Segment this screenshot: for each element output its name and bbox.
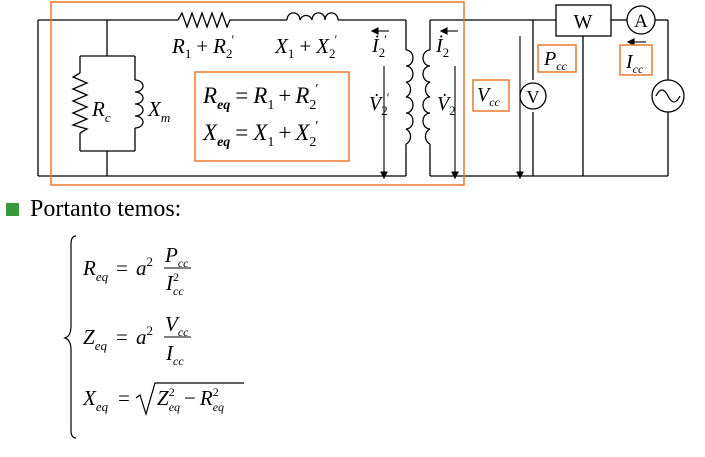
voltmeter-label: V [527, 87, 540, 107]
v2-prime-label: V̇2′ [369, 90, 390, 118]
series-x-label: X1+X2′ [274, 32, 338, 61]
svg-text:a2: a2 [136, 254, 153, 280]
ammeter-label: A [634, 11, 648, 32]
equation-zeq: Zeq = a2 Vcc Icc [83, 312, 191, 368]
transformer-primary-coil [405, 49, 414, 145]
svg-text:Req: Req [82, 256, 109, 284]
wattmeter-label: W [574, 11, 593, 33]
system-brace [63, 235, 77, 439]
svg-text:=: = [116, 325, 128, 349]
svg-text:=: = [116, 256, 128, 280]
voltage-arrows [380, 36, 524, 180]
series-resistor-symbol [177, 11, 234, 29]
box-xeq-equation: Xeq=X1+X2′ [202, 119, 318, 150]
transformer-secondary-coil [422, 49, 431, 145]
xm-inductor-symbol [134, 79, 144, 129]
vcc-label: Vcc [477, 84, 501, 109]
svg-text:a2: a2 [136, 323, 153, 349]
svg-text:Vcc: Vcc [165, 312, 189, 339]
bullet-text: Portanto temos: [30, 196, 182, 222]
xm-label: Xm [147, 97, 170, 125]
svg-text:Zeq: Zeq [83, 325, 107, 353]
sqrt-symbol [135, 382, 244, 417]
ac-sine-icon [655, 89, 681, 103]
current-arrows [370, 27, 646, 46]
rc-resistor-symbol [71, 72, 89, 134]
i2-label: İ2 [435, 34, 449, 60]
series-r-label: R1+R2′ [171, 32, 235, 61]
voltmeter-circle [519, 82, 547, 110]
ammeter-circle [626, 5, 656, 35]
svg-text:Pcc: Pcc [164, 243, 189, 270]
series-inductor-symbol [286, 12, 339, 21]
pcc-label: Pcc [543, 48, 568, 73]
rc-label: Rc [91, 97, 111, 125]
highlight-boxes [50, 1, 653, 186]
i2-prime-label: İ2′ [371, 32, 387, 60]
v2-label: V̇2 [437, 92, 456, 118]
wattmeter-box [555, 4, 612, 37]
svg-text:Icc: Icc [165, 341, 184, 368]
bullet-item: Portanto temos: [6, 196, 181, 223]
icc-label: Icc [625, 51, 644, 76]
circuit-wires [37, 19, 669, 177]
bullet-square-icon [6, 203, 19, 216]
box-req-equation: Req=R1+R2′ [202, 82, 318, 113]
svg-text:Xeq: Xeq [82, 386, 109, 414]
svg-text:=: = [118, 386, 130, 410]
